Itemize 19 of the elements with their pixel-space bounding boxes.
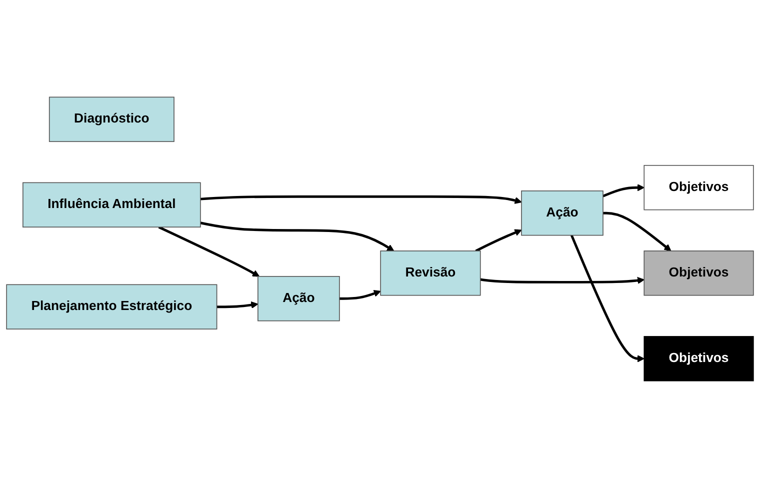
arrow (570, 234, 644, 362)
node-box: Revisão (380, 250, 481, 296)
arrow (602, 184, 644, 198)
arrow (216, 301, 258, 309)
node-box: Ação (521, 190, 604, 236)
node-box: Objetivos (644, 336, 754, 382)
node-box: Influência Ambiental (22, 182, 201, 228)
arrow (200, 222, 394, 252)
arrow (158, 226, 260, 277)
arrow (480, 276, 644, 284)
node-box: Diagnóstico (48, 96, 174, 142)
node-box: Objetivos (644, 250, 754, 296)
node-box: Ação (258, 276, 340, 322)
arrow (603, 212, 672, 252)
arrow (200, 195, 522, 204)
arrow (339, 290, 381, 300)
node-box: Planejamento Estratégico (6, 284, 218, 330)
arrow (475, 229, 522, 252)
node-box: Objetivos (644, 165, 754, 210)
